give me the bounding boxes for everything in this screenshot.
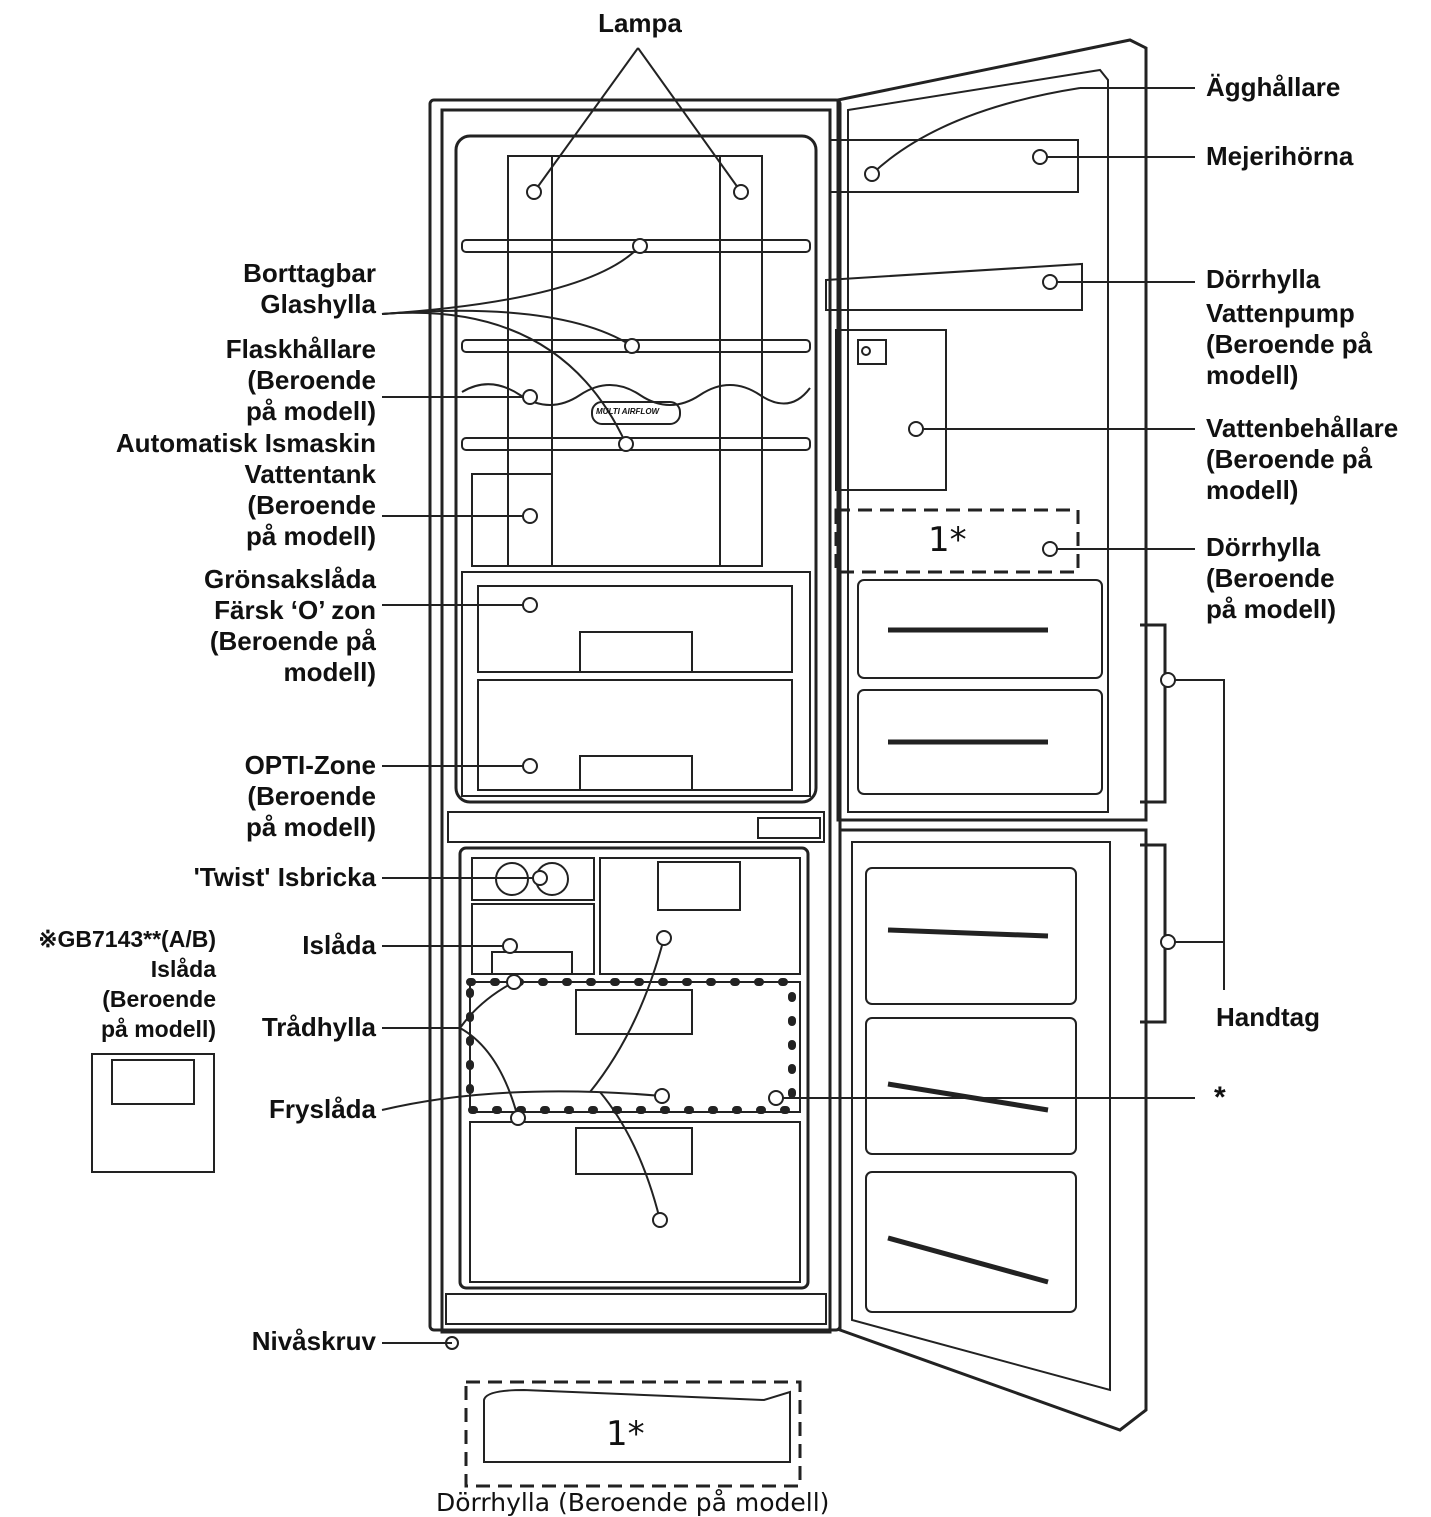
water-dispenser bbox=[835, 329, 947, 491]
label-line: på modell) bbox=[245, 812, 376, 842]
label-line: (Beroende bbox=[247, 490, 376, 520]
label-mejerihorna: Mejerihörna bbox=[1206, 141, 1354, 171]
label-line: modell) bbox=[283, 657, 376, 687]
label-line: Dörrhylla bbox=[1206, 532, 1321, 562]
freezer-drawer-top bbox=[599, 857, 801, 975]
label-dorrhylla-optional: Dörrhylla (Beroende på modell) bbox=[1206, 532, 1336, 625]
label-line: (Beroende bbox=[247, 781, 376, 811]
label-line: (Beroende på bbox=[209, 626, 376, 656]
label-line: på modell) bbox=[100, 1016, 216, 1042]
label-line: Automatisk Ismaskin bbox=[115, 428, 376, 458]
label-fryslada: Fryslåda bbox=[269, 1094, 376, 1124]
freezer-door-bin-1 bbox=[865, 867, 1077, 1005]
fridge-compartment bbox=[454, 134, 818, 804]
label-line: Flaskhållare bbox=[225, 334, 376, 364]
label-line: (Beroende på bbox=[1206, 444, 1373, 474]
opti-zone-drawer bbox=[477, 679, 793, 791]
airflow-badge-text: MULTI AIRFLOW bbox=[596, 407, 660, 416]
label-asterisk: * bbox=[1214, 1081, 1226, 1114]
cabinet-inner-outline bbox=[440, 108, 832, 1334]
label-line: Grönsakslåda bbox=[204, 564, 376, 594]
label-lampa: Lampa bbox=[598, 8, 682, 38]
freezer-compartment bbox=[458, 846, 810, 1290]
label-line: på modell) bbox=[245, 521, 376, 551]
label-line: OPTI-Zone bbox=[244, 750, 376, 780]
label-dorrhylla-top: Dörrhylla bbox=[1206, 264, 1321, 294]
label-opti-zone: OPTI-Zone (Beroende på modell) bbox=[150, 750, 376, 843]
wire-shelf bbox=[466, 978, 796, 1114]
door-shelf-optional bbox=[834, 508, 1080, 574]
door-shelf-top bbox=[825, 262, 1083, 311]
ice-bin bbox=[471, 903, 595, 975]
label-line: modell) bbox=[1206, 475, 1299, 505]
label-borttagbar-glashylla: Borttagbar Glashylla bbox=[150, 258, 376, 320]
freezer-drawer-bottom bbox=[469, 1121, 801, 1283]
ice-maker-tank bbox=[471, 473, 553, 567]
label-vattenbehallare: Vattenbehållare (Beroende på modell) bbox=[1206, 413, 1398, 506]
marker-1star-option: 1* bbox=[606, 1414, 645, 1454]
cabinet-outline bbox=[428, 98, 842, 1332]
label-twist-isbricka: 'Twist' Isbricka bbox=[193, 862, 376, 892]
label-line: på modell) bbox=[245, 396, 376, 426]
bottle-holder bbox=[461, 383, 811, 406]
upper-door bbox=[836, 38, 1148, 822]
door-bin-1 bbox=[857, 579, 1103, 679]
airflow-badge bbox=[591, 401, 681, 425]
label-line: på modell) bbox=[1206, 594, 1337, 624]
label-line: (Beroende bbox=[1206, 563, 1335, 593]
door-shelf-option-box bbox=[464, 1380, 802, 1488]
label-line: Glashylla bbox=[260, 289, 376, 319]
label-line: Vattentank bbox=[244, 459, 377, 489]
freezer-door-bin-2 bbox=[865, 1017, 1077, 1155]
label-ismaskin: Automatisk Ismaskin Vattentank (Beroende… bbox=[60, 428, 376, 552]
door-bin-2 bbox=[857, 689, 1103, 795]
label-line: modell) bbox=[1206, 360, 1299, 390]
model-ice-bin bbox=[91, 1053, 215, 1173]
label-model-note: ※GB7143**(A/B) Islåda (Beroende på model… bbox=[4, 924, 216, 1044]
upper-handle bbox=[1140, 623, 1167, 804]
label-line: (Beroende bbox=[247, 365, 376, 395]
dairy-corner bbox=[829, 139, 1079, 193]
label-line: (Beroende bbox=[102, 986, 216, 1012]
callout-markers bbox=[502, 149, 1176, 1228]
label-tradhylla: Trådhylla bbox=[261, 1012, 376, 1042]
marker-1star-door: 1* bbox=[928, 520, 967, 560]
lower-handle bbox=[1140, 843, 1167, 1024]
glass-shelf-3 bbox=[461, 437, 811, 451]
label-gronsakslada: Grönsakslåda Färsk ‘O’ zon (Beroende på … bbox=[120, 564, 376, 688]
label-line: Islåda bbox=[150, 956, 216, 982]
lower-door bbox=[838, 828, 1148, 1432]
label-line: (Beroende på bbox=[1206, 329, 1373, 359]
label-islada: Islåda bbox=[302, 930, 376, 960]
label-handtag: Handtag bbox=[1216, 1002, 1320, 1032]
label-line: Borttagbar bbox=[243, 258, 376, 288]
label-line: Vattenbehållare bbox=[1206, 413, 1399, 443]
label-vattenpump: Vattenpump (Beroende på modell) bbox=[1206, 298, 1372, 391]
label-line: ※GB7143**(A/B) bbox=[38, 926, 216, 952]
label-agghallare: Ägghållare bbox=[1206, 72, 1341, 102]
label-flaskhallare: Flaskhållare (Beroende på modell) bbox=[150, 334, 376, 427]
label-line: Färsk ‘O’ zon bbox=[214, 595, 376, 625]
label-line: Vattenpump bbox=[1206, 298, 1355, 328]
label-nivaskruv: Nivåskruv bbox=[251, 1326, 376, 1356]
caption-dorrhylla: Dörrhylla (Beroende på modell) bbox=[436, 1488, 830, 1517]
freezer-door-bin-3 bbox=[865, 1171, 1077, 1313]
